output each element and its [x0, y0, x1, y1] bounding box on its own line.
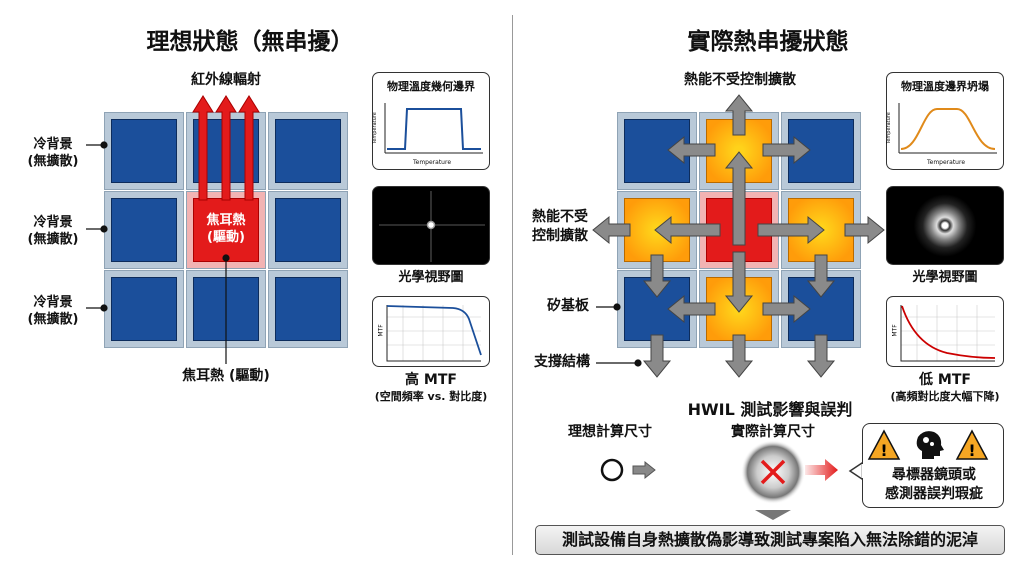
heat-spread-arrow [724, 251, 754, 313]
conclusion-banner: 測試設備自身熱擴散偽影導致測試專案陷入無法除錯的泥淖 [535, 525, 1005, 555]
x-axis-label: Temperature [413, 159, 452, 166]
x-mark-icon [760, 459, 786, 485]
ideal-size-label: 理想計算尺寸 [568, 424, 652, 440]
heat-spread-arrow [806, 334, 836, 378]
warning-icon: ! [867, 429, 901, 460]
high-mtf-label: 高 MTF [405, 372, 457, 388]
fov-label: 光學視野圖 [912, 270, 978, 285]
ir-radiation-label: 紅外線輻射 [191, 72, 261, 88]
blurred-fov-image [886, 186, 1004, 265]
low-mtf-sub: (高頻對比度大幅下降) [890, 390, 1000, 403]
svg-text:!: ! [968, 441, 975, 460]
heat-spread-arrow [642, 254, 672, 298]
pixel-cell [268, 112, 348, 190]
misjudgment-text: 尋標器鏡頭或感測器誤判瑕疵 [885, 467, 983, 502]
heat-spread-arrow [667, 135, 716, 165]
cold-bg-label: 冷背景(無擴散) [27, 215, 79, 247]
misjudgment-callout: ! ! 尋標器鏡頭或感測器誤判瑕疵 [848, 423, 1004, 508]
pixel-cell [268, 191, 348, 269]
hwil-impact-title: HWIL 測試影響與誤判 [687, 400, 853, 419]
actual-size-label: 實際計算尺寸 [731, 424, 815, 440]
fov-label: 光學視野圖 [398, 270, 464, 285]
profile-title: 物理溫度邊界坍塌 [901, 80, 989, 93]
ir-arrow [192, 95, 214, 201]
pixel-cell [104, 112, 184, 190]
heat-spread-arrow [667, 294, 716, 324]
heat-spread-arrow [844, 215, 885, 245]
uncontrolled-spread-top-label: 熱能不受控制擴散 [684, 72, 796, 88]
x-axis-label: Temperature [927, 159, 966, 166]
ideal-size-circle [600, 458, 624, 482]
heat-spread-arrow [762, 135, 811, 165]
heat-spread-arrow [642, 334, 672, 378]
heat-spread-arrow [724, 151, 754, 246]
pixel-cell [268, 270, 348, 348]
down-triangle-icon [755, 510, 791, 520]
cold-bg-label: 冷背景(無擴散) [27, 137, 79, 169]
ideal-state-title: 理想狀態（無串擾） [146, 29, 354, 55]
heat-spread-arrow [724, 94, 754, 136]
red-arrow-icon [805, 459, 838, 481]
cold-bg-label: 冷背景(無擴散) [27, 295, 79, 327]
heat-spread-arrow [592, 215, 631, 245]
low-mtf-chart: MTF [886, 296, 1004, 367]
ir-arrow [215, 95, 237, 201]
divider [512, 15, 513, 555]
warning-icon: ! [955, 429, 989, 460]
substrate-label: 矽基板 [547, 298, 589, 314]
high-mtf-sub: (空間頻率 vs. 對比度) [374, 390, 488, 403]
heat-spread-arrow [757, 215, 825, 245]
ideal-mtf-chart: MTF [372, 296, 490, 367]
gray-arrow-icon [632, 460, 656, 480]
head-gears-icon [916, 431, 944, 459]
ir-radiation-arrows [192, 95, 260, 201]
uncontrolled-spread-side-label: 熱能不受控制擴散 [532, 209, 588, 244]
pixel-cell [104, 270, 184, 348]
ideal-fov-image [372, 186, 490, 265]
actual-state-title: 實際熱串擾狀態 [687, 29, 849, 55]
svg-text:!: ! [880, 441, 887, 460]
heat-spread-arrow [724, 334, 754, 378]
support-structure-label: 支撐結構 [534, 354, 590, 370]
low-mtf-label: 低 MTF [919, 372, 971, 388]
hot-cell-label: 焦耳熱(驅動) [206, 213, 246, 245]
collapsed-profile-panel: 物理溫度邊界坍塌 Temperature Temperature [886, 72, 1004, 170]
heat-spread-arrow [762, 294, 811, 324]
heat-spread-arrow [806, 254, 836, 298]
pixel-cell [104, 191, 184, 269]
joule-heat-callout: 焦耳熱 (驅動) [182, 368, 270, 384]
heat-spread-arrow [654, 215, 721, 245]
profile-title: 物理溫度幾何邊界 [387, 80, 475, 93]
ideal-profile-panel: 物理溫度幾何邊界 Temperature Temperature [372, 72, 490, 170]
ir-arrow [238, 95, 260, 201]
